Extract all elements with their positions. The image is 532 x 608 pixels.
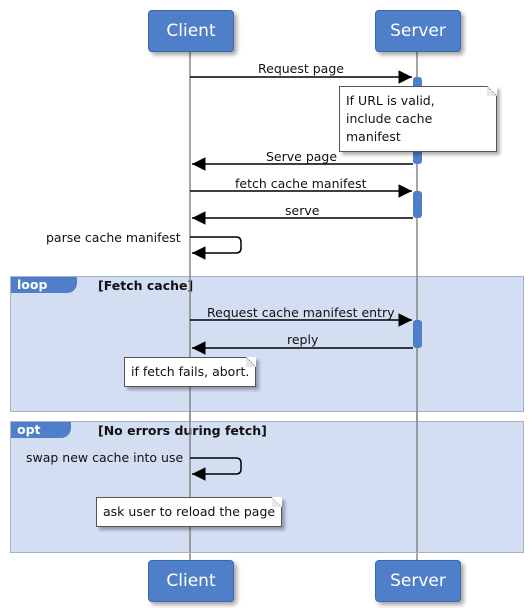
loop-frame-guard: [Fetch cache] [98, 278, 194, 293]
label-request-page: Request page [258, 61, 344, 76]
opt-frame-label: opt [11, 422, 71, 438]
participant-client-bottom: Client [148, 560, 234, 602]
label-serve: serve [285, 203, 320, 218]
label-swap-new-cache: swap new cache into use [26, 450, 184, 465]
loop-frame: loop [Fetch cache] [10, 276, 524, 412]
opt-frame: opt [No errors during fetch] [10, 421, 524, 553]
loop-frame-label: loop [11, 277, 78, 293]
arrow-swap-new-cache [190, 457, 242, 481]
participant-server-bottom: Server [375, 560, 461, 602]
server-activation-2 [413, 191, 422, 218]
participant-server-top: Server [375, 10, 461, 52]
label-fetch-cache-manifest: fetch cache manifest [235, 176, 367, 191]
arrow-parse-cache-manifest [190, 236, 242, 260]
label-reply: reply [287, 332, 319, 347]
label-parse-cache-manifest: parse cache manifest [46, 230, 181, 245]
note-url-valid: If URL is valid, include cache manifest [339, 86, 497, 152]
opt-frame-guard: [No errors during fetch] [98, 423, 267, 438]
label-serve-page: Serve page [266, 149, 338, 164]
participant-client-top: Client [148, 10, 234, 52]
note-fetch-fails: if fetch fails, abort. [124, 357, 257, 387]
server-activation-3 [413, 320, 422, 348]
note-ask-reload: ask user to reload the page [96, 497, 283, 527]
label-request-cache-manifest-entry: Request cache manifest entry [207, 305, 395, 320]
